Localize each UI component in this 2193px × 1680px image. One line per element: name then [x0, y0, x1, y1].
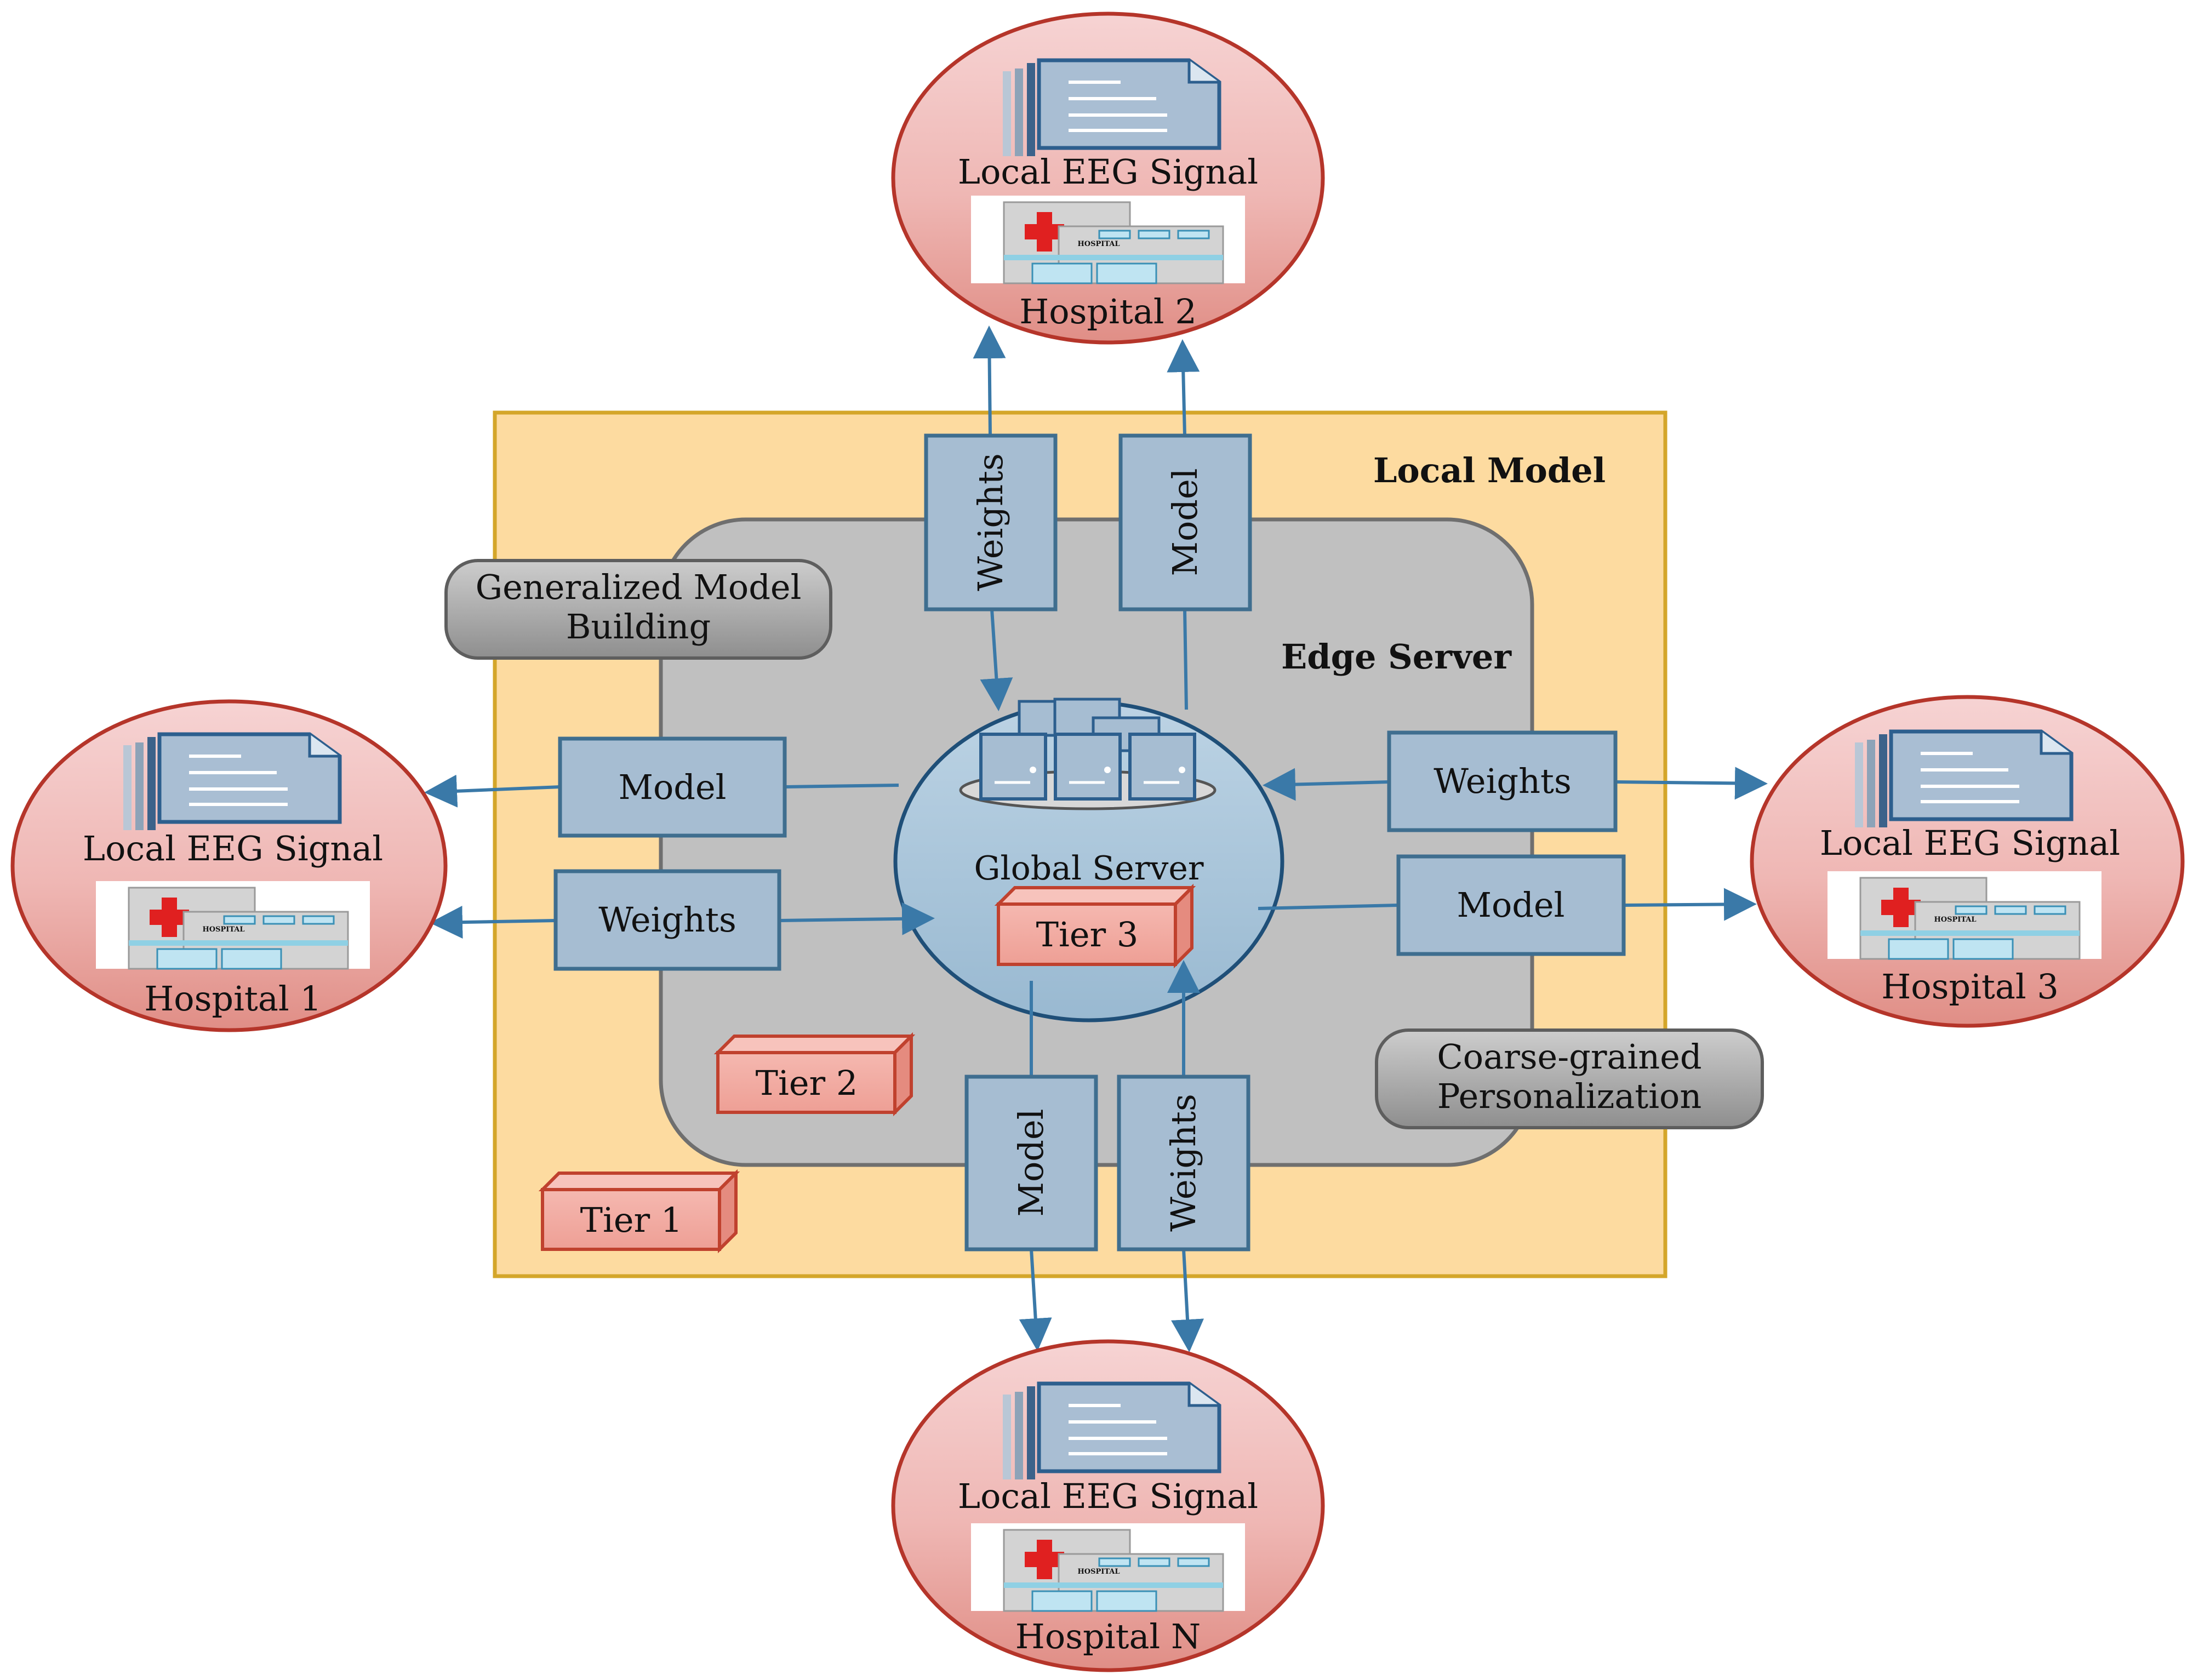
coarse-grained-personalization-label: Coarse-grained Personalization — [1375, 1028, 1764, 1129]
svg-text:Personalization: Personalization — [1437, 1076, 1702, 1116]
svg-text:HOSPITAL: HOSPITAL — [1077, 1568, 1120, 1576]
hospital-building-icon — [970, 1522, 1246, 1612]
svg-text:Model: Model — [1011, 1108, 1051, 1216]
model-box-right: Model — [1396, 854, 1626, 956]
hospital-building-icon — [95, 880, 371, 970]
svg-text:Hospital 1: Hospital 1 — [144, 979, 322, 1019]
model-box-left: Model — [558, 736, 787, 838]
global-server-label: Global Server — [974, 849, 1203, 888]
svg-text:Hospital N: Hospital N — [1015, 1616, 1201, 1656]
hospital-1-node: Local EEG Signal HOSPITAL Hospital 1 — [10, 699, 448, 1032]
model-box-top: Model — [1118, 433, 1252, 612]
hospital-building-icon — [1826, 870, 2103, 960]
svg-text:Model: Model — [618, 767, 726, 807]
svg-text:Weights: Weights — [1434, 761, 1572, 801]
tier-3-block: Tier 3 — [994, 883, 1196, 969]
svg-text:Local EEG Signal: Local EEG Signal — [958, 152, 1258, 192]
weights-box-top: Weights — [924, 433, 1058, 612]
global-server: Global Server — [893, 698, 1284, 1022]
svg-text:Tier 3: Tier 3 — [1036, 915, 1139, 955]
weights-box-right: Weights — [1387, 730, 1618, 832]
weights-box-bottom: Weights — [1117, 1075, 1250, 1252]
hospital-building-icon — [970, 195, 1246, 284]
svg-text:Model: Model — [1457, 885, 1564, 925]
svg-text:Hospital 2: Hospital 2 — [1019, 292, 1197, 332]
svg-text:Coarse-grained: Coarse-grained — [1437, 1037, 1701, 1077]
svg-text:Local EEG Signal: Local EEG Signal — [1820, 823, 2120, 863]
svg-text:Building: Building — [566, 607, 711, 647]
svg-text:HOSPITAL: HOSPITAL — [1077, 240, 1120, 248]
svg-text:Tier 2: Tier 2 — [756, 1063, 858, 1103]
tier-2-block: Tier 2 — [713, 1032, 916, 1117]
edge-server-label: Edge Server — [1281, 637, 1512, 677]
local-model-label: Local Model — [1373, 450, 1606, 490]
svg-text:Weights: Weights — [1163, 1094, 1203, 1232]
hospital-3-node: Local EEG Signal HOSPITAL Hospital 3 — [1750, 695, 2185, 1028]
model-box-bottom: Model — [964, 1075, 1098, 1252]
hospital-n-node: Local EEG Signal HOSPITAL Hospital N — [891, 1339, 1325, 1672]
svg-text:HOSPITAL: HOSPITAL — [1934, 916, 1976, 924]
server-rack-icon — [959, 698, 1217, 810]
svg-text:Weights: Weights — [970, 453, 1010, 591]
svg-text:Local EEG Signal: Local EEG Signal — [83, 828, 383, 868]
svg-text:Tier 1: Tier 1 — [580, 1200, 683, 1240]
svg-text:Hospital 3: Hospital 3 — [1881, 967, 2059, 1007]
svg-text:HOSPITAL: HOSPITAL — [202, 925, 244, 934]
connectors — [424, 325, 1768, 1352]
generalized-model-building-label: Generalized Model Building — [444, 559, 832, 660]
tier-1-block: Tier 1 — [538, 1169, 740, 1254]
svg-text:Weights: Weights — [598, 900, 736, 940]
svg-text:Local EEG Signal: Local EEG Signal — [958, 1476, 1258, 1516]
svg-text:Generalized Model: Generalized Model — [476, 567, 802, 607]
svg-text:Model: Model — [1165, 468, 1205, 576]
weights-box-left: Weights — [553, 869, 781, 971]
hospital-2-node: Local EEG Signal HOSPITAL Hospital 2 — [891, 12, 1325, 345]
